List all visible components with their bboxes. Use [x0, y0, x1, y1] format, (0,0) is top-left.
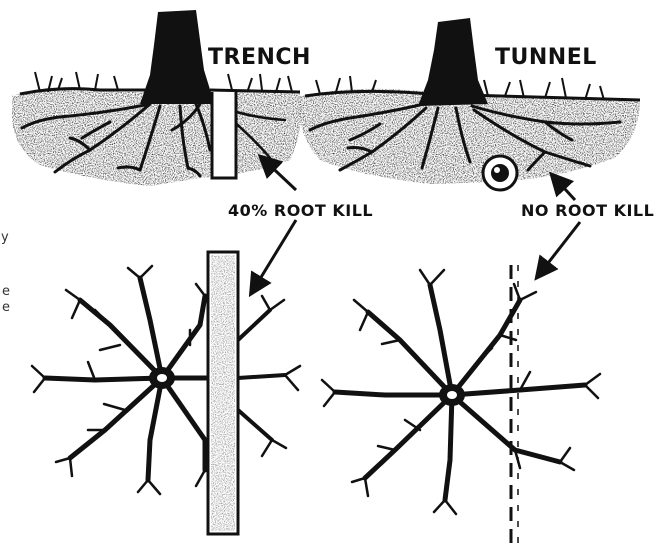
edge-fragment-2: e: [2, 284, 10, 299]
trench-caption: 40% ROOT KILL: [228, 201, 373, 220]
tunnel-bore-highlight: [494, 167, 500, 173]
tunnel-plan-trunk-center: [447, 391, 457, 399]
tunnel-caption: NO ROOT KILL: [521, 201, 654, 220]
tunnel-trunk: [418, 18, 488, 106]
trench-profile: [12, 10, 301, 186]
trench-plan-trunk-center: [157, 374, 167, 382]
tunnel-plan-arrow: [538, 222, 580, 276]
edge-fragment-1: y: [1, 230, 9, 245]
trench-plan-view: [32, 252, 300, 534]
edge-fragment-3: e: [2, 300, 10, 315]
trench-plan-arrow: [252, 220, 296, 292]
tunnel-profile-arrow: [553, 176, 575, 200]
trench-label: TRENCH: [208, 45, 311, 70]
tunnel-profile: [300, 18, 640, 190]
trench-trunk: [140, 10, 218, 104]
tunnel-label: TUNNEL: [495, 45, 597, 70]
tunnel-bore-pipe: [491, 164, 509, 182]
trench-cut: [212, 92, 236, 178]
tunnel-plan-view: [322, 265, 600, 545]
